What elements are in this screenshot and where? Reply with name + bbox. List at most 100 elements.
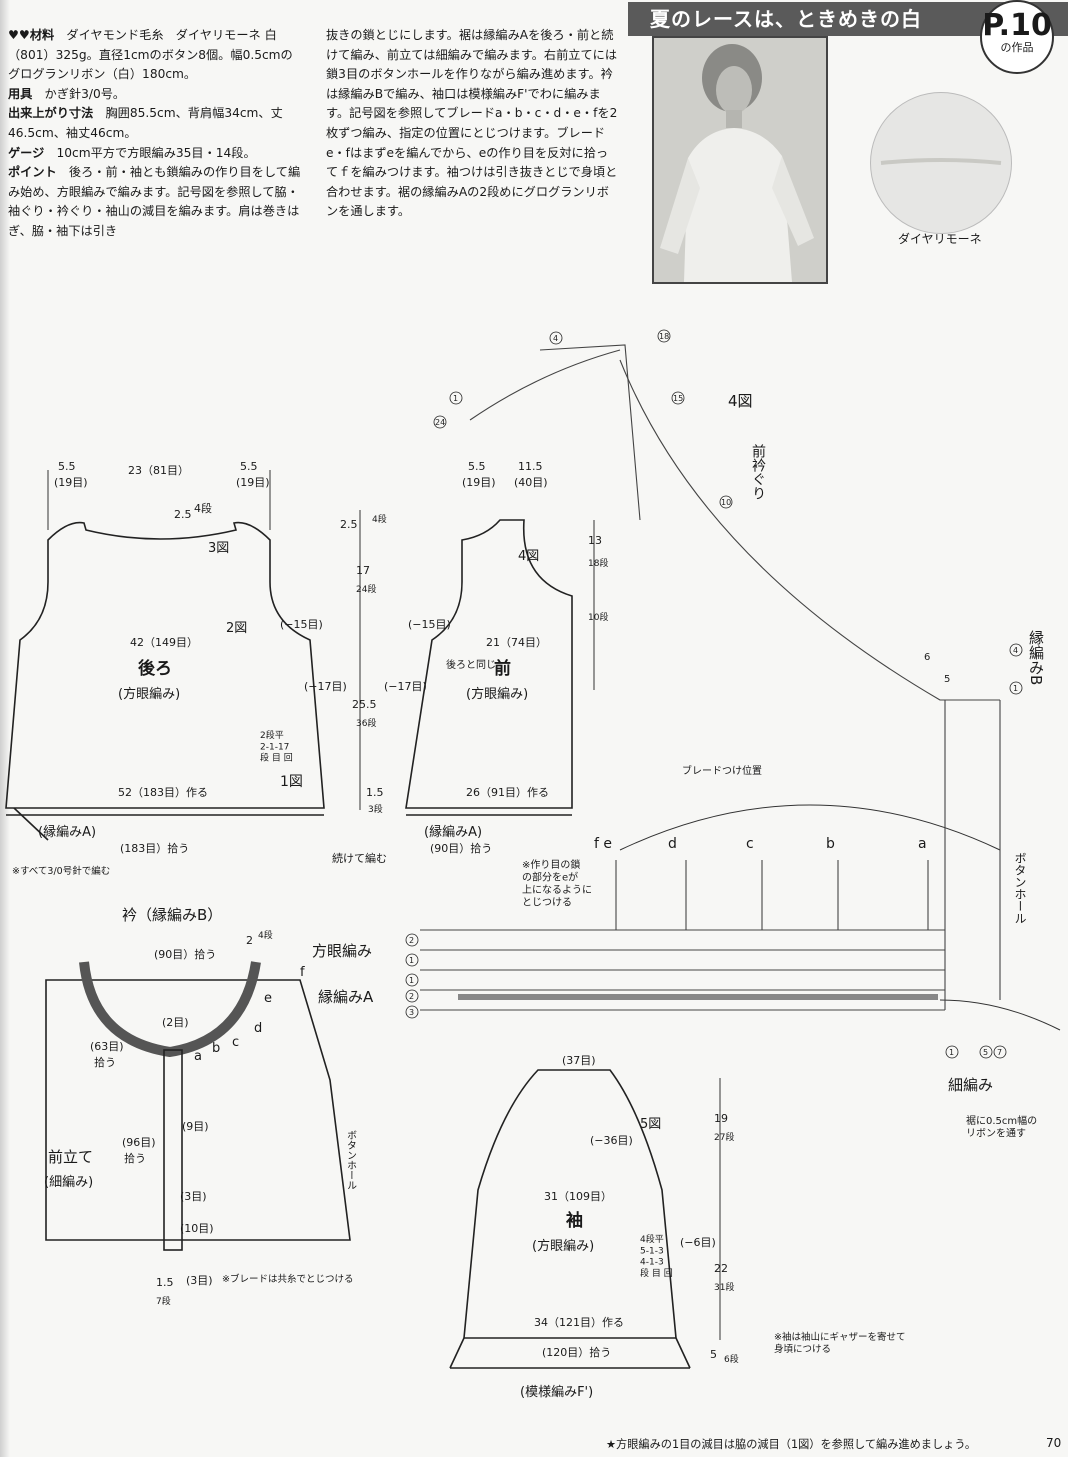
chart-fig4-label: 4図 (728, 392, 753, 410)
back-fig1-label: 1図 (280, 774, 303, 790)
back-shoulder-right-sts: (19目) (236, 476, 270, 489)
collar-title: 衿（縁編みB） (122, 906, 222, 924)
row-marker: 5 (944, 674, 950, 685)
chart-braid-fe: f e (594, 836, 612, 852)
collar-63-pick: 拾う (94, 1055, 116, 1069)
front-h1: 2.5 (340, 518, 358, 531)
sleeve-width: 31（109目） (544, 1190, 612, 1203)
braid-d: d (254, 1021, 262, 1036)
sleeve-top: (37目) (562, 1054, 596, 1067)
chart-neckline-label: 前衿ぐり (750, 443, 766, 500)
band-stitch: (細編み) (44, 1174, 93, 1190)
page-badge: P.10 の作品 (980, 0, 1054, 74)
front-h2-rows: 24段 (356, 583, 376, 595)
back-shoulder-left: 5.5 (58, 460, 76, 473)
back-title: 後ろ (138, 658, 172, 679)
collar-height: 2 (246, 934, 253, 947)
row-marker: 2 (409, 936, 414, 945)
chart-braid-c: c (746, 836, 754, 852)
row-marker: 5 (983, 1048, 988, 1057)
footer-note: ★方眼編みの1目の減目は脇の減目（1図）を参照して編み進めましょう。 (606, 1438, 977, 1451)
band-3sts-bottom: (3目) (186, 1274, 213, 1287)
band-width: 1.5 (156, 1276, 174, 1289)
front-same-as-back: 後ろと同じ (446, 658, 496, 671)
chart-braid-a: a (918, 836, 927, 852)
braid-a: a (194, 1049, 202, 1064)
front-border: (縁編みA) (424, 824, 482, 840)
yarn-label: ダイヤリモーネ (898, 232, 982, 246)
front-shoulder: 5.5 (468, 460, 486, 473)
sleeve-dec36: (−36目) (590, 1134, 633, 1147)
row-marker: 15 (673, 394, 683, 403)
front-width: 21（74目） (486, 636, 547, 649)
back-border: (縁編みA) (38, 824, 96, 840)
sleeve-h22: 22 (714, 1262, 728, 1275)
front-dec17: (−17目) (384, 680, 427, 693)
collar-pickup: (90目）拾う (154, 947, 216, 961)
back-outline (5, 521, 325, 809)
sleeve-stitch: (方眼編み) (532, 1238, 594, 1254)
front-outline (405, 519, 573, 809)
materials-heading: ♥♥材料 (8, 28, 55, 42)
chart-border-b: 縁編みB (1027, 630, 1045, 685)
chain-note: ※作り目の鎖の部分をeが上になるようにとじつける (522, 858, 592, 909)
row-marker: 4 (1013, 646, 1018, 655)
back-neck-depth: 2.5 (174, 508, 192, 521)
tools-heading: 用具 (8, 86, 33, 101)
row-marker: 6 (924, 652, 930, 663)
sleeve-title: 袖 (566, 1210, 583, 1231)
row-marker: 24 (435, 418, 445, 427)
collar-63sts: (63目) (90, 1040, 124, 1053)
back-neck-width: 23（81目） (128, 464, 189, 477)
row-marker: 2 (409, 992, 414, 1001)
front-title: 前 (494, 658, 511, 679)
braid-e: e (264, 991, 272, 1006)
row-marker: 4 (553, 334, 558, 343)
front-h3-rows: 36段 (356, 717, 376, 729)
sleeve-note: ※袖は袖山にギャザーを寄せて身頃につける (774, 1331, 905, 1355)
front-dec15: (−15目) (408, 618, 451, 631)
row-marker: 3 (409, 1008, 414, 1017)
braid-f: f (300, 965, 305, 980)
chart-buttonhole: ボタンホール (1013, 852, 1027, 924)
ribbon-note: 裾に0.5cm幅のリボンを通す (966, 1114, 1037, 1140)
front-h5-rows: 18段 (588, 557, 608, 569)
back-cast-on: 52（183目）作る (118, 786, 208, 799)
materials-column: ♥♥材料 ダイヤモンド毛糸 ダイヤリモーネ 白（801）325g。直径1cmのボ… (8, 26, 302, 242)
band-9sts: (9目) (182, 1120, 209, 1133)
sleeve-h19: 19 (714, 1112, 728, 1125)
gauge-heading: ゲージ (8, 145, 45, 160)
front-h2: 17 (356, 564, 370, 577)
points-heading: ポイント (8, 165, 57, 180)
row-marker: 1 (1013, 684, 1018, 693)
continue-note: 続けて編む (332, 851, 387, 865)
front-h3: 25.5 (352, 698, 377, 711)
back-shoulder-left-sts: (19目) (54, 476, 88, 489)
instructions-column: 抜きの鎖とじにします。裾は縁編みAを後ろ・前と続けて編み、前立ては細編みで編みま… (326, 26, 618, 222)
back-dec17: (−17目) (304, 680, 347, 693)
neckline-chart-curve (619, 359, 1000, 701)
size-heading: 出来上がり寸法 (8, 106, 94, 121)
row-marker: 10 (721, 498, 731, 507)
sleeve-fig5-label: 5図 (640, 1117, 661, 1132)
band-width-rows: 7段 (156, 1295, 171, 1307)
band-96sts: (96目) (122, 1136, 156, 1149)
front-band-outline (45, 979, 351, 1241)
chart-border-a: 縁編みA (318, 988, 374, 1006)
front-h5: 13 (588, 534, 602, 547)
sleeve-outline (463, 1069, 677, 1339)
sleeve-border: (模様編みF') (520, 1384, 593, 1400)
front-stitch: (方眼編み) (466, 686, 528, 702)
back-dec15: (−15目) (280, 618, 323, 631)
row-marker: 18 (659, 332, 669, 341)
row-marker: 7 (997, 1048, 1002, 1057)
back-pickup: (183目）拾う (120, 841, 189, 855)
chart-braid-b: b (826, 836, 835, 852)
front-h6-rows: 10段 (588, 611, 608, 623)
front-fig4-label: 4図 (518, 549, 539, 564)
points-text: 後ろ・前・袖とも鎖編みの作り目をして編み始め、方眼編みで編みます。記号図を参照し… (8, 165, 301, 238)
front-h1-rows: 4段 (372, 513, 387, 525)
chart-mesh-label: 方眼編み (312, 942, 372, 960)
gauge-text: 10cm平方で方眼編み35目・14段。 (44, 145, 256, 160)
band-buttonhole: ボタンホール (345, 1130, 357, 1190)
